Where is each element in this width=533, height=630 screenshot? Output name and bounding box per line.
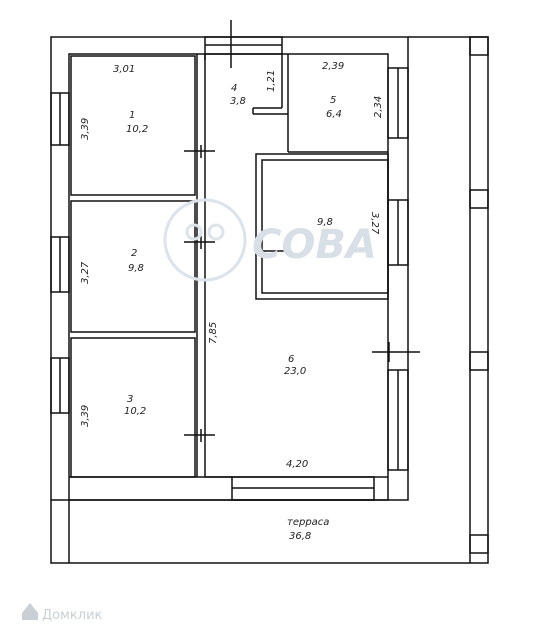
house-icon bbox=[22, 603, 38, 620]
terrace: терраса 36,8 bbox=[287, 517, 329, 542]
room-2: 2 9,8 3,27 bbox=[80, 248, 144, 284]
room-2-height: 3,27 bbox=[80, 261, 91, 284]
room-6: 6 23,0 4,20 7,85 bbox=[208, 322, 308, 470]
sova-watermark: СОВА bbox=[163, 198, 377, 282]
room-2-number: 2 bbox=[131, 248, 137, 259]
terrace-label: терраса bbox=[287, 517, 329, 528]
room-5: 2,39 5 6,4 2,34 bbox=[322, 61, 384, 120]
room-1-number: 1 bbox=[129, 110, 135, 121]
terrace-post bbox=[469, 189, 489, 209]
terrace-area: 36,8 bbox=[289, 531, 311, 542]
terrace-post bbox=[469, 351, 489, 371]
room-1-area: 10,2 bbox=[126, 124, 148, 135]
room-5-height: 2,34 bbox=[373, 96, 384, 118]
room-5-area: 6,4 bbox=[326, 109, 342, 120]
room-1-outline bbox=[70, 55, 196, 196]
room-98b-area: 9,8 bbox=[317, 217, 333, 228]
room-1: 3,01 1 10,2 3,39 bbox=[80, 64, 148, 140]
room-3-height: 3,39 bbox=[80, 405, 91, 427]
room-2-outline bbox=[70, 200, 196, 333]
room-4-number: 4 bbox=[231, 83, 237, 94]
room-6-area: 23,0 bbox=[284, 366, 306, 377]
terrace-outline bbox=[50, 36, 489, 564]
inner-wall-outline bbox=[68, 53, 389, 501]
domclick-logo: Домклик bbox=[22, 603, 103, 623]
room-1-width: 3,01 bbox=[113, 64, 135, 75]
room-6-number: 6 bbox=[288, 354, 294, 365]
terrace-post bbox=[469, 534, 489, 554]
room-6-width: 4,20 bbox=[286, 459, 308, 470]
room-4: 4 3,8 1,21 bbox=[230, 70, 277, 107]
room-6-height: 7,85 bbox=[208, 322, 219, 344]
watermark-text: СОВА bbox=[252, 222, 377, 268]
room-3-area: 10,2 bbox=[124, 406, 146, 417]
room-4-dim: 1,21 bbox=[266, 70, 277, 92]
domclick-logo-text: Домклик bbox=[42, 608, 103, 623]
room-5-number: 5 bbox=[330, 95, 336, 106]
room-2-area: 9,8 bbox=[128, 263, 144, 274]
room-98b-height: 3,27 bbox=[369, 212, 380, 235]
room-4-area: 3,8 bbox=[230, 96, 246, 107]
room-3: 3 10,2 3,39 bbox=[80, 394, 146, 427]
terrace-post bbox=[469, 36, 489, 56]
room-3-number: 3 bbox=[127, 394, 133, 405]
room-1-height: 3,39 bbox=[80, 118, 91, 140]
room-5-width: 2,39 bbox=[322, 61, 344, 72]
room-98b: 9,8 3,27 bbox=[317, 212, 380, 235]
